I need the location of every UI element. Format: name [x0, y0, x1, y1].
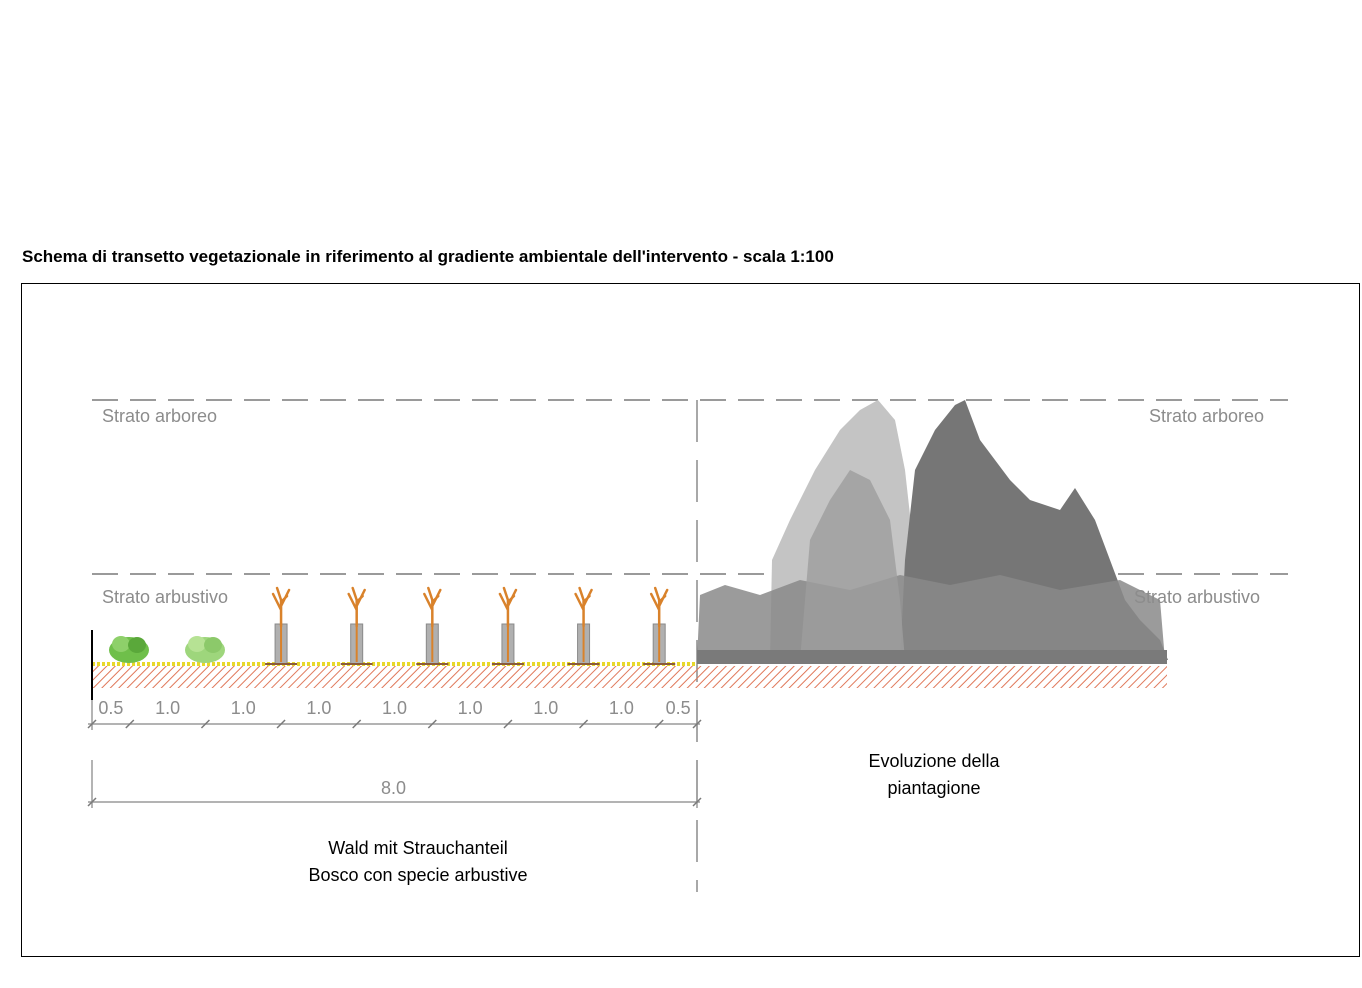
dimension-label: 1.0 [382, 698, 407, 718]
layer-guides [92, 399, 1288, 575]
sapling-icon [416, 586, 449, 665]
dimension-label: 1.0 [458, 698, 483, 718]
right-caption-line-1: Evoluzione della [868, 751, 1000, 771]
saplings [265, 586, 676, 665]
forest-ground-vegetation [697, 650, 1167, 664]
shrub-layer-label-left: Strato arbustivo [102, 587, 229, 607]
ground-hatch-right [697, 666, 1167, 688]
left-caption-line-1: Wald mit Strauchanteil [328, 838, 508, 858]
dimension-label: 1.0 [155, 698, 180, 718]
tree-layer-label-left: Strato arboreo [102, 406, 218, 426]
left-caption-line-2: Bosco con specie arbustive [308, 865, 528, 885]
ground-hatch-left [92, 666, 697, 688]
dimension-tick [87, 719, 97, 729]
tree-layer-label-right: Strato arboreo [1149, 406, 1265, 426]
sapling-icon [340, 586, 373, 665]
dimension-tick [692, 719, 702, 729]
diagram-frame [21, 283, 1360, 957]
sapling-icon [491, 586, 524, 665]
dimension-label: 1.0 [533, 698, 558, 718]
sapling-icon [265, 586, 298, 665]
sapling-icon [567, 586, 600, 665]
dimension-ticks [87, 719, 702, 807]
right-caption: Evoluzione della piantagione [814, 748, 1054, 802]
dimension-tick [692, 797, 702, 807]
diagram-title: Schema di transetto vegetazionale in rif… [22, 247, 834, 266]
total-dimension-label: 8.0 [381, 778, 407, 798]
dimension-tick [87, 797, 97, 807]
dimension-tick [276, 719, 286, 729]
dimension-chain [88, 700, 700, 808]
dimension-label: 0.5 [98, 698, 123, 718]
dimension-label: 0.5 [666, 698, 691, 718]
dimension-label: 1.0 [306, 698, 331, 718]
dimension-tick [579, 719, 589, 729]
shrub-icon [185, 636, 225, 663]
dimension-tick [427, 719, 437, 729]
shrub-layer-label-right: Strato arbustivo [1134, 587, 1261, 607]
dimension-labels: 0.5 1.0 1.0 1.0 1.0 1.0 1.0 1.0 0.5 [98, 698, 690, 718]
dimension-tick [352, 719, 362, 729]
shrub-icon [109, 636, 149, 663]
dimension-label: 1.0 [609, 698, 634, 718]
forest-evolution-icon [697, 400, 1168, 664]
right-caption-line-2: piantagione [887, 778, 981, 798]
dimension-tick [503, 719, 513, 729]
sapling-icon [643, 586, 676, 665]
dimension-tick [200, 719, 210, 729]
dimension-tick [654, 719, 664, 729]
forest-mid-canopy [800, 470, 905, 660]
forest-shrub-band [697, 575, 1165, 660]
dimension-tick [125, 719, 135, 729]
dimension-label: 1.0 [231, 698, 256, 718]
left-caption: Wald mit Strauchanteil Bosco con specie … [238, 835, 598, 889]
